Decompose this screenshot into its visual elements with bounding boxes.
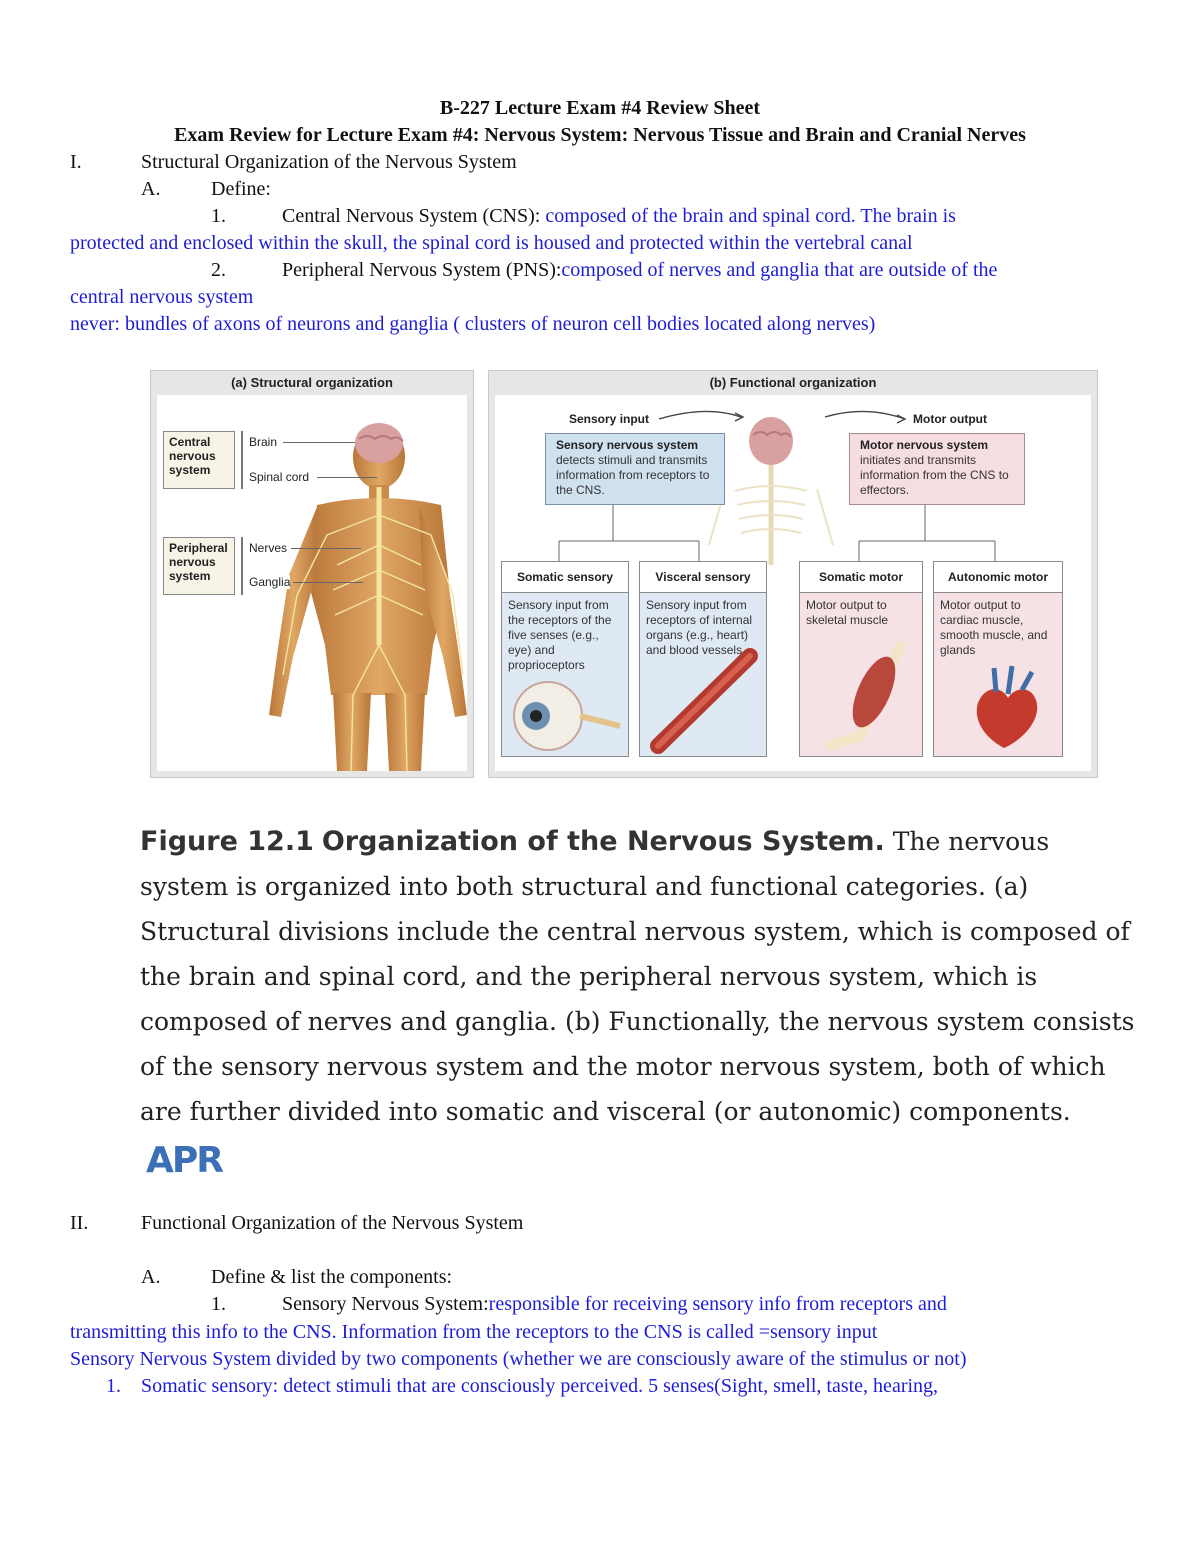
figure-panel-structural: (a) Structural organization — [150, 370, 474, 778]
human-body-illustration — [269, 423, 467, 771]
somatic-motor-column: Somatic motor Motor output to skeletal m… — [799, 561, 923, 757]
somatic-sensory-text: Sensory input from the receptors of the … — [508, 598, 612, 672]
pns-definition-line2: central nervous system — [70, 286, 254, 308]
caption-line6: of the sensory nervous system and the mo… — [140, 1052, 1106, 1081]
section2-a-label: Define & list the components: — [211, 1266, 453, 1288]
caption-line3: Structural divisions include the central… — [140, 917, 1130, 946]
somatic-motor-text: Motor output to skeletal muscle — [806, 598, 889, 627]
sensory-input-label: Sensory input — [569, 412, 650, 426]
caption-heading: Organization of the Nervous System. — [321, 826, 885, 857]
somatic-motor-heading: Somatic motor — [800, 562, 922, 593]
figure-panel-functional: (b) Functional organization — [488, 370, 1098, 778]
spinal-cord-label: Spinal cord — [249, 470, 310, 484]
cns-bracket — [241, 431, 243, 489]
caption-line7: are further divided into somatic and vis… — [140, 1097, 1071, 1126]
section1-note: never: bundles of axons of neurons and g… — [70, 313, 876, 335]
section1-a-label: Define: — [211, 178, 271, 200]
blood-vessel-icon — [650, 648, 758, 754]
section1-numeral: I. — [70, 151, 82, 173]
sensory-box-title: Sensory nervous system — [556, 438, 699, 452]
panel-b-title: (b) Functional organization — [709, 375, 877, 390]
panel-b-body: Sensory input Motor output Sensory nervo… — [495, 395, 1091, 771]
nerves-leader-line — [291, 548, 361, 549]
section2-sub1-number: 1. — [106, 1375, 121, 1397]
pns-label-box: Peripheral nervous system — [163, 537, 235, 595]
autonomic-motor-heading: Autonomic motor — [934, 562, 1062, 593]
caption-line4: the brain and spinal cord, and the perip… — [140, 962, 1038, 991]
section2-a-letter: A. — [141, 1266, 161, 1288]
section1-a-letter: A. — [141, 178, 161, 200]
brain-label: Brain — [249, 435, 278, 449]
somatic-sensory-definition: Somatic sensory: detect stimuli that are… — [141, 1375, 939, 1397]
motor-nervous-system-box: Motor nervous system initiates and trans… — [849, 433, 1025, 505]
pns-definition-line1: Peripheral Nervous System (PNS):composed… — [282, 257, 997, 284]
caption-line5: composed of nerves and ganglia. (b) Func… — [140, 1007, 1135, 1036]
caption-line1-rest: The nervous — [884, 827, 1050, 856]
motor-output-label: Motor output — [913, 412, 987, 426]
section2-numeral: II. — [70, 1212, 89, 1234]
document-subtitle: Exam Review for Lecture Exam #4: Nervous… — [174, 124, 1026, 146]
autonomic-motor-text: Motor output to cardiac muscle, smooth m… — [940, 598, 1048, 657]
visceral-sensory-heading: Visceral sensory — [640, 562, 766, 593]
pns-bracket — [241, 537, 243, 595]
pns-definition-start: composed of nerves and ganglia that are … — [561, 259, 998, 281]
sensory-nervous-system-box: Sensory nervous system detects stimuli a… — [545, 433, 725, 505]
cns-label-box: Central nervous system — [163, 431, 235, 489]
heart-icon — [976, 665, 1038, 748]
somatic-sensory-heading: Somatic sensory — [502, 562, 628, 593]
eye-icon — [513, 681, 621, 751]
panel-a-title: (a) Structural organization — [231, 375, 393, 390]
section2-item1-number: 1. — [211, 1293, 226, 1315]
ganglia-leader-line — [293, 582, 363, 583]
section2-heading: Functional Organization of the Nervous S… — [141, 1212, 524, 1234]
motor-box-title: Motor nervous system — [860, 438, 989, 452]
sensory-ns-term: Sensory Nervous System: — [282, 1293, 489, 1315]
apr-logo: APR — [146, 1140, 224, 1181]
sensory-ns-definition-line2: transmitting this info to the CNS. Infor… — [70, 1321, 878, 1343]
caption-figure-label: Figure 12.1 — [140, 826, 314, 857]
motor-box-text: initiates and transmits information from… — [860, 453, 1009, 497]
brain-leader-line — [283, 442, 355, 443]
section2-note: Sensory Nervous System divided by two co… — [70, 1348, 967, 1370]
somatic-sensory-column: Somatic sensory Sensory input from the r… — [501, 561, 629, 757]
visceral-sensory-text: Sensory input from receptors of internal… — [646, 598, 753, 657]
autonomic-motor-column: Autonomic motor Motor output to cardiac … — [933, 561, 1063, 757]
sensory-box-text: detects stimuli and transmits informatio… — [556, 453, 710, 497]
ganglia-label: Ganglia — [249, 575, 291, 589]
spinal-cord-leader-line — [317, 477, 377, 478]
section1-item1-number: 1. — [211, 205, 226, 227]
cns-definition-line2: protected and enclosed within the skull,… — [70, 232, 913, 254]
section1-item2-number: 2. — [211, 259, 226, 281]
sensory-ns-definition-start: responsible for receiving sensory info f… — [488, 1293, 947, 1315]
sensory-ns-definition-line1: Sensory Nervous System:responsible for r… — [282, 1291, 947, 1318]
cns-definition-line1: Central Nervous System (CNS): composed o… — [282, 203, 956, 230]
skeletal-muscle-icon — [825, 641, 905, 751]
panel-a-body: Central nervous system Brain Spinal cord… — [157, 395, 467, 771]
caption-line2: system is organized into both structural… — [140, 872, 1029, 901]
visceral-sensory-column: Visceral sensory Sensory input from rece… — [639, 561, 767, 757]
skeleton-illustration — [558, 410, 996, 565]
cns-definition-start: composed of the brain and spinal cord. T… — [540, 205, 956, 227]
pns-term: Peripheral Nervous System (PNS): — [282, 259, 562, 281]
cns-term: Central Nervous System (CNS): — [282, 205, 541, 227]
document-title: B-227 Lecture Exam #4 Review Sheet — [439, 97, 761, 119]
nerves-label: Nerves — [249, 541, 288, 555]
section1-heading: Structural Organization of the Nervous S… — [141, 151, 517, 173]
caption-line1: Figure 12.1 Organization of the Nervous … — [140, 819, 1100, 864]
